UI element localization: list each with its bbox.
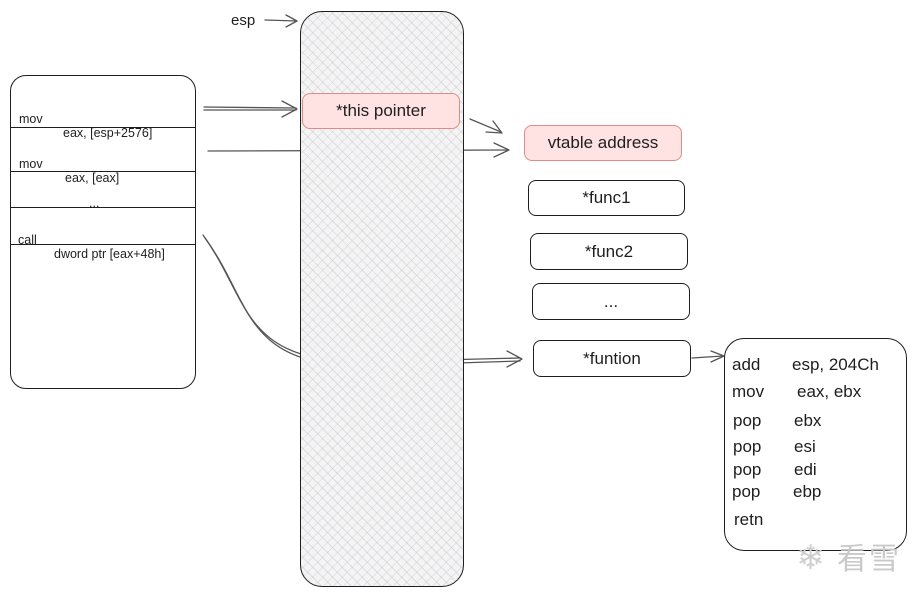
arrow-this-pointer-to-vtable [469, 118, 503, 134]
code-args: esi [794, 437, 816, 456]
arrow-row1-to-this-pointer [203, 100, 298, 118]
arrow-funtion-to-code [691, 350, 725, 363]
code-args: ebx [794, 411, 822, 430]
row-divider [10, 207, 196, 208]
instruction-row-2: mov eax, [eax] [11, 143, 195, 199]
esp-label: esp [231, 12, 256, 29]
instruction-row-3: ... [11, 182, 195, 224]
instruction-args: eax, [esp+2576] [63, 126, 153, 140]
code-args: edi [794, 460, 817, 479]
instruction-op: mov [19, 112, 43, 126]
row-divider [10, 244, 196, 245]
instruction-row-4: call dword ptr [eax+48h] [11, 219, 195, 275]
instruction-row-1: mov eax, [esp+2576] [11, 98, 195, 154]
vtable-entry-func1: *func1 [528, 180, 685, 216]
code-op: pop [732, 482, 761, 501]
code-op: add [732, 355, 761, 374]
watermark: ❄ 看雪 [796, 534, 901, 578]
arrow-esp-to-stack [264, 14, 298, 28]
instruction-args: ... [89, 196, 100, 210]
snowflake-icon: ❄ [796, 539, 827, 577]
row-divider [10, 127, 196, 128]
code-args: eax, ebx [797, 382, 862, 401]
row-divider [10, 171, 196, 172]
code-op: retn [734, 510, 764, 529]
vtable-entry-ellipsis: ... [532, 283, 690, 320]
this-pointer-cell: *this pointer [302, 93, 460, 129]
code-args: esp, 204Ch [792, 355, 879, 374]
instruction-args: eax, [eax] [65, 171, 120, 185]
code-op: pop [733, 437, 762, 456]
vtable-entry-funtion: *funtion [533, 340, 691, 377]
code-op: pop [733, 460, 762, 479]
code-args: ebp [793, 482, 822, 501]
function-code-box: add esp, 204Ch mov eax, ebx pop ebx pop … [724, 338, 907, 551]
vtable-address-cell: vtable address [524, 125, 682, 161]
code-op: pop [733, 411, 762, 430]
instruction-box: mov eax, [esp+2576] mov eax, [eax] ... c… [10, 75, 196, 389]
watermark-text: 看雪 [837, 543, 901, 576]
instruction-args: dword ptr [eax+48h] [54, 247, 165, 261]
instruction-op: call [18, 233, 37, 247]
instruction-op: mov [19, 157, 43, 171]
vtable-entry-func2: *func2 [530, 233, 688, 270]
code-op: mov [732, 382, 765, 401]
